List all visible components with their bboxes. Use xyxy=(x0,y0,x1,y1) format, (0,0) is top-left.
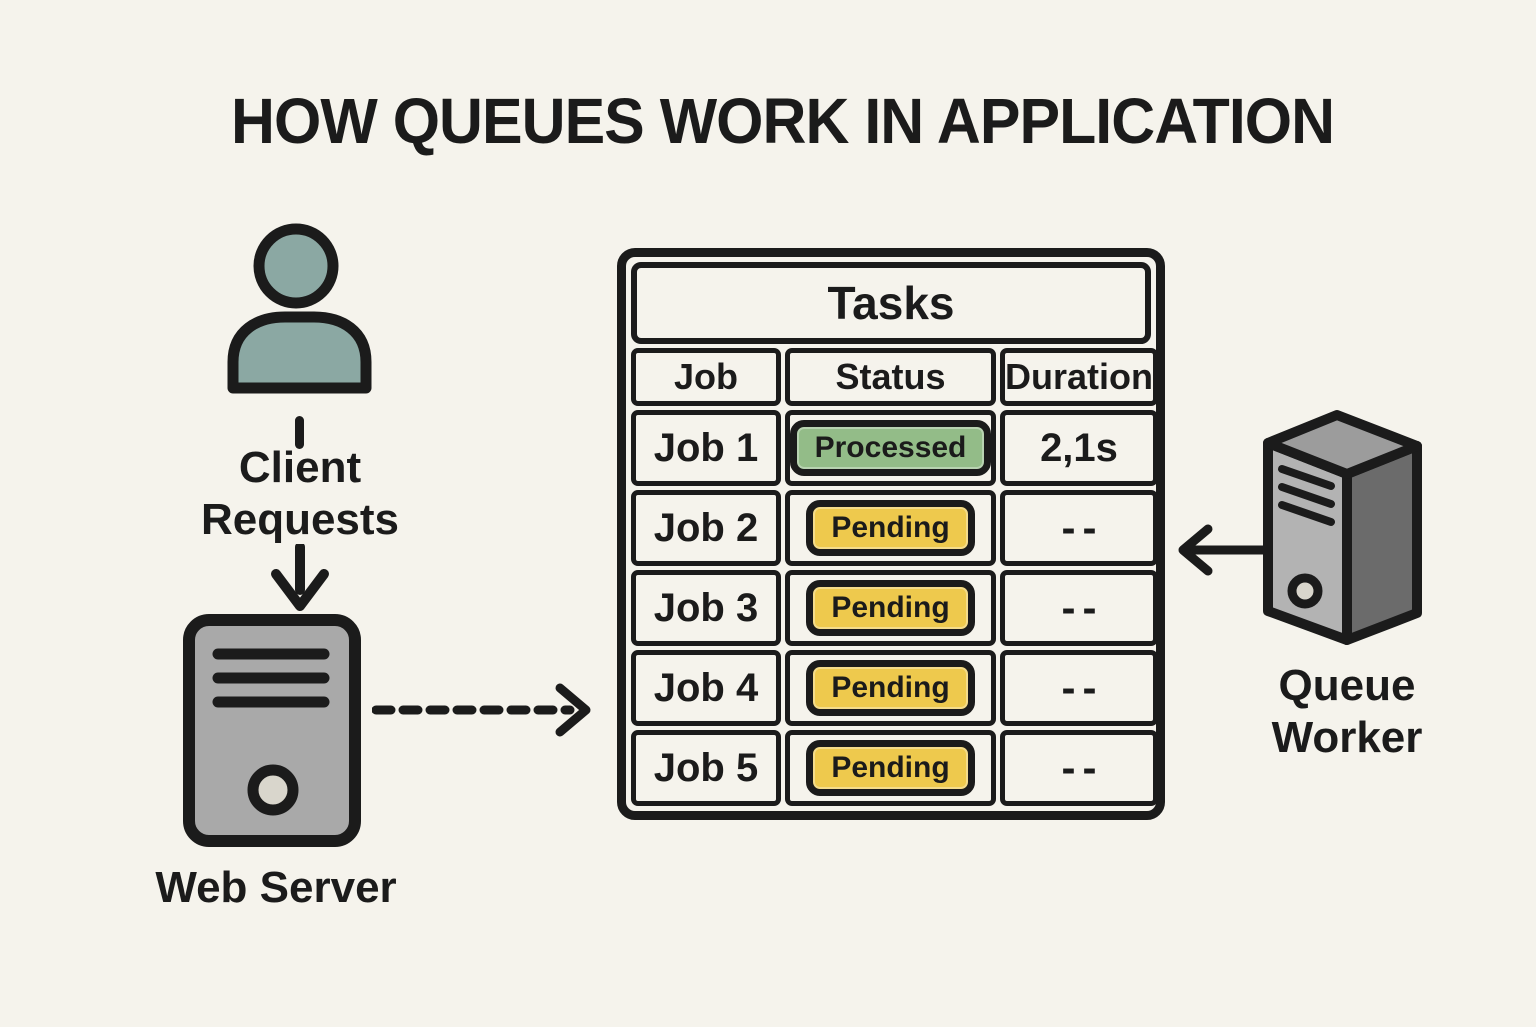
duration-cell: -- xyxy=(1000,570,1158,646)
job-cell: Job 3 xyxy=(631,570,781,646)
status-cell: Pending xyxy=(785,650,996,726)
duration-cell: 2,1s xyxy=(1000,410,1158,486)
tower-server-icon xyxy=(1263,410,1422,645)
duration-cell: -- xyxy=(1000,650,1158,726)
person-icon xyxy=(227,223,372,394)
tasks-table: Tasks Job Status Duration Job 1 Processe… xyxy=(617,248,1165,820)
job-cell: Job 4 xyxy=(631,650,781,726)
client-label-line2: Requests xyxy=(200,494,400,544)
status-badge: Pending xyxy=(806,580,975,636)
queue-worker-label-line2: Worker xyxy=(1271,712,1423,762)
status-cell: Pending xyxy=(785,490,996,566)
client-to-server-arrow xyxy=(271,544,329,611)
client-label-line1: Client xyxy=(238,443,362,492)
status-badge: Pending xyxy=(806,500,975,556)
web-server-label: Web Server xyxy=(155,863,397,912)
job-cell: Job 1 xyxy=(631,410,781,486)
duration-cell: -- xyxy=(1000,730,1158,806)
worker-to-queue-arrow xyxy=(1178,524,1270,576)
page-title: HOW QUEUES WORK IN APPLICATION xyxy=(231,85,1335,157)
status-cell: Pending xyxy=(785,730,996,806)
client-connector-line xyxy=(295,416,304,449)
status-badge: Pending xyxy=(806,740,975,796)
tasks-table-grid: Job Status Duration Job 1 Processed 2,1s… xyxy=(631,348,1158,806)
column-header-job: Job xyxy=(631,348,781,406)
column-header-status: Status xyxy=(785,348,996,406)
web-server-icon xyxy=(183,614,361,847)
job-cell: Job 5 xyxy=(631,730,781,806)
queue-worker-label-line1: Queue xyxy=(1278,661,1416,710)
tasks-table-title: Tasks xyxy=(631,262,1151,344)
client-requests-label: Client Requests xyxy=(170,442,430,546)
status-badge: Processed xyxy=(789,420,992,476)
server-to-queue-arrow xyxy=(372,683,591,737)
job-cell: Job 2 xyxy=(631,490,781,566)
column-header-duration: Duration xyxy=(1000,348,1158,406)
queue-worker-label: Queue Worker xyxy=(1227,660,1467,764)
status-cell: Pending xyxy=(785,570,996,646)
status-badge: Pending xyxy=(806,660,975,716)
status-cell: Processed xyxy=(785,410,996,486)
duration-cell: -- xyxy=(1000,490,1158,566)
